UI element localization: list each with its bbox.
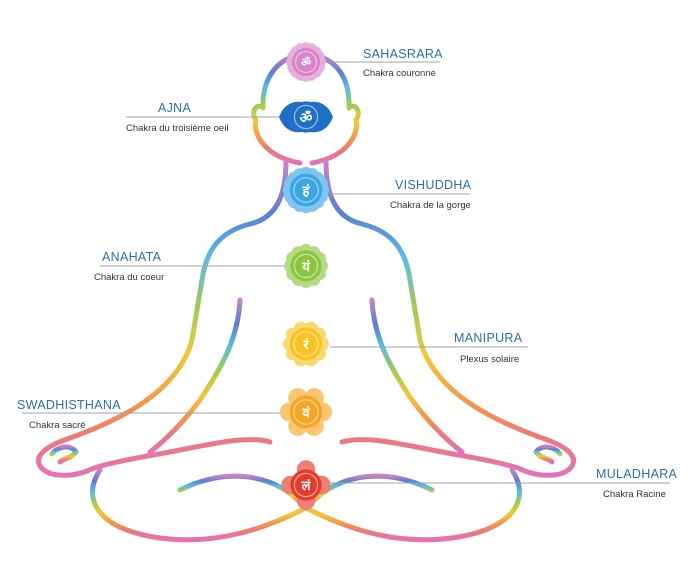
leader-lines bbox=[22, 61, 670, 484]
chakra-glyph: यं bbox=[301, 259, 310, 275]
torso-left-outline bbox=[36, 159, 289, 478]
chakra-ring bbox=[293, 472, 319, 498]
label-swadhisthana-subtitle: Chakra sacré bbox=[29, 420, 86, 431]
chakra-manipura-icon: रं bbox=[282, 321, 330, 367]
chakra-anahata-icon: यं bbox=[284, 244, 328, 288]
torso-right-outline bbox=[323, 159, 576, 478]
chakra-muladhara-icon: लं bbox=[281, 460, 331, 510]
label-swadhisthana-name: SWADHISTHANA bbox=[17, 398, 121, 412]
hand-left-outline bbox=[49, 444, 79, 465]
chakra-ring bbox=[293, 177, 319, 203]
chakra-ring bbox=[293, 331, 319, 357]
label-sahasrara-subtitle: Chakra couronne bbox=[363, 68, 436, 79]
chakra-glyph: लं bbox=[301, 478, 312, 494]
label-ajna-subtitle: Chakra du troisième oeil bbox=[126, 123, 228, 134]
label-manipura-subtitle: Plexus solaire bbox=[460, 354, 519, 365]
chakra-ajna-icon: ॐ bbox=[279, 101, 333, 133]
chakra-swadhisthana-icon: वं bbox=[279, 388, 333, 436]
chakra-glyph: हं bbox=[302, 183, 311, 199]
hand-right-outline bbox=[533, 444, 563, 465]
chakra-ring bbox=[294, 50, 318, 74]
chakra-glyph: रं bbox=[302, 337, 309, 353]
chakra-glyph: ॐ bbox=[301, 56, 311, 69]
chakra-sahasrara-icon: ॐ bbox=[286, 42, 326, 82]
chakra-labels: SAHASRARA Chakra couronne AJNA Chakra du… bbox=[17, 47, 678, 500]
label-vishuddha-name: VISHUDDHA bbox=[395, 178, 472, 192]
label-anahata-name: ANAHATA bbox=[102, 250, 162, 264]
inner-arm-left-outline bbox=[147, 297, 243, 455]
label-muladhara-subtitle: Chakra Racine bbox=[603, 489, 666, 500]
chakra-glyph: ॐ bbox=[300, 109, 313, 126]
label-vishuddha-subtitle: Chakra de la gorge bbox=[390, 200, 471, 211]
label-sahasrara-name: SAHASRARA bbox=[363, 47, 443, 61]
label-muladhara-name: MULADHARA bbox=[596, 467, 678, 481]
inner-arm-right-outline bbox=[369, 297, 465, 455]
chakra-ring bbox=[293, 399, 319, 425]
chakra-ring bbox=[293, 253, 319, 279]
label-manipura-name: MANIPURA bbox=[454, 331, 523, 345]
chakra-vishuddha-icon: हं bbox=[282, 166, 330, 214]
label-ajna-name: AJNA bbox=[158, 101, 192, 115]
chakra-glyph: वं bbox=[301, 405, 310, 421]
label-anahata-subtitle: Chakra du coeur bbox=[94, 272, 164, 283]
chakra-ring bbox=[293, 104, 319, 130]
